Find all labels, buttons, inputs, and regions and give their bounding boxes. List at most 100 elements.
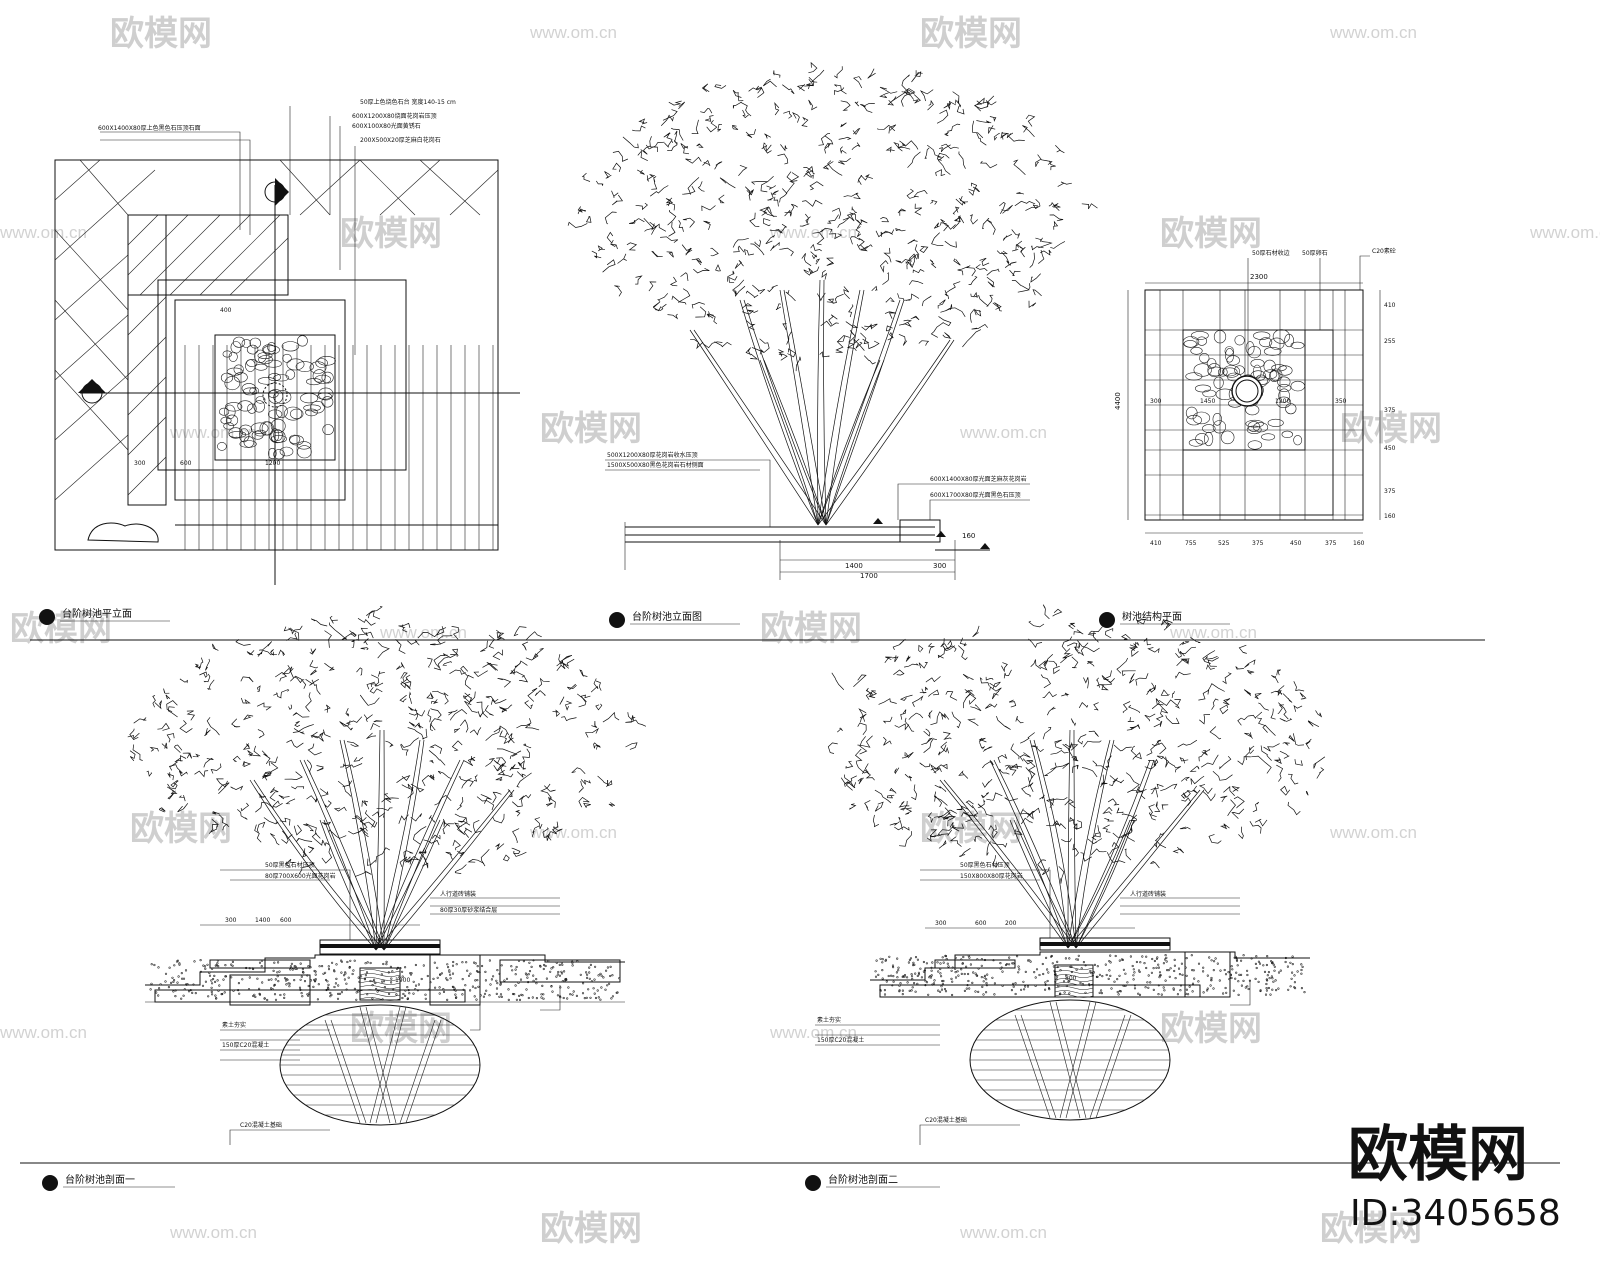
plan-note-4: 600X1400X80厚上色黑色石压顶石面 [98, 124, 201, 132]
elev-note-4: 600X1700X80厚光面黑色石压顶 [930, 491, 1021, 499]
section2-title-marker [805, 1175, 821, 1191]
svg-text:欧模网: 欧模网 [540, 1209, 642, 1249]
svg-text:欧模网: 欧模网 [540, 409, 642, 449]
plan-note-1: 50厚上色烧色石台 宽度140-15 cm [360, 98, 456, 106]
elev-dim-4: 160 [962, 532, 975, 540]
section1-title-marker [42, 1175, 58, 1191]
struct-note-1: 50厚石材收边 [1252, 249, 1290, 257]
hatched-coping [127, 214, 289, 506]
section2-title: 台阶树池剖面二 [828, 1173, 898, 1186]
struct-dim-r5: 160 [1384, 513, 1396, 520]
sec1-dim-3: 1900 [395, 977, 410, 984]
struct-dim-left: 4400 [1114, 392, 1122, 410]
sec2-dim-1: 600 [975, 920, 987, 927]
plan-note-2: 600X1200X80烧面花岗岩压顶 [352, 112, 437, 120]
sec1-note-1: 50厚黑色石材压顶 [265, 861, 315, 869]
svg-text:www.om.cn: www.om.cn [769, 1023, 857, 1042]
svg-text:欧模网: 欧模网 [110, 14, 212, 54]
brand-logo-text: 欧模网 [1348, 1120, 1528, 1190]
tree-canopy-section1 [127, 605, 647, 877]
struct-dim-b3: 375 [1252, 540, 1264, 547]
elevation-drawing: 1400 300 1700 160 500X1200X80厚花岗岩收水压顶 15… [567, 61, 1098, 628]
svg-text:欧模网: 欧模网 [350, 1009, 452, 1049]
plan-dim-1: 600 [180, 460, 192, 467]
struct-note-2: 50厚卵石 [1302, 249, 1328, 257]
structure-drawing: 2300 4400 410 755 525 375 450 375 160 41… [1099, 247, 1396, 628]
elev-note-3: 600X1400X80厚光面芝麻灰花岗岩 [930, 475, 1027, 483]
diagonal-paving [54, 159, 499, 501]
sec2-note-5: 150厚C20混凝土 [817, 1036, 864, 1044]
struct-dim-b4: 450 [1290, 540, 1302, 547]
struct-note-3: C20素砼 [1372, 247, 1396, 255]
svg-text:www.om.cn: www.om.cn [0, 1023, 87, 1042]
section1-ground [145, 939, 625, 1006]
struct-dim-r1: 255 [1384, 338, 1396, 345]
svg-text:www.om.cn: www.om.cn [1169, 623, 1257, 642]
sec1-note-7: C20混凝土基础 [240, 1121, 282, 1129]
elev-note-1: 500X1200X80厚花岗岩收水压顶 [607, 451, 698, 459]
plan-dim-4: 400 [220, 307, 232, 314]
tree-canopy-elevation [567, 61, 1098, 372]
sec2-dim-3: 800 [1065, 975, 1077, 982]
sec1-note-5: 素土夯实 [222, 1021, 246, 1029]
brand-watermark: 欧模网 ID:3405658 [1348, 1120, 1561, 1234]
struct-dim-b5: 375 [1325, 540, 1337, 547]
struct-dim-top: 2300 [1250, 273, 1268, 281]
svg-text:www.om.cn: www.om.cn [1529, 223, 1600, 242]
sec2-note-3: 人行道砖铺装 [1130, 890, 1166, 898]
svg-text:www.om.cn: www.om.cn [1329, 823, 1417, 842]
sec2-note-2: 150X800X80厚花岗岩 [960, 872, 1023, 880]
svg-text:www.om.cn: www.om.cn [529, 823, 617, 842]
struct-dim-b2: 525 [1218, 540, 1230, 547]
struct-dim-m3: 350 [1335, 398, 1347, 405]
svg-text:www.om.cn: www.om.cn [0, 223, 87, 242]
structure-title-marker [1099, 612, 1115, 628]
sec1-note-3: 人行道砖铺装 [440, 890, 476, 898]
sec1-dim-2: 600 [280, 917, 292, 924]
struct-dim-r2: 375 [1384, 407, 1396, 414]
section2-drawing: 50厚黑色石材压顶 150X800X80厚花岗岩 人行道砖铺装 素土夯实 150… [805, 604, 1326, 1191]
struct-dim-b1: 755 [1185, 540, 1197, 547]
sec2-dim-2: 200 [1005, 920, 1017, 927]
plan-drawing: 50厚上色烧色石台 宽度140-15 cm 600X1200X80烧面花岗岩压顶… [39, 98, 520, 625]
brand-id-label: ID:3405658 [1350, 1193, 1561, 1234]
svg-text:www.om.cn: www.om.cn [959, 1223, 1047, 1242]
section2-ground [870, 937, 1310, 998]
elev-dim-3: 1700 [860, 572, 878, 580]
struct-dim-b6: 160 [1353, 540, 1365, 547]
struct-dim-r4: 375 [1384, 488, 1396, 495]
structure-title: 树池结构平面 [1122, 610, 1182, 623]
plan-title: 台阶树池平立面 [62, 607, 132, 620]
section1-drawing: 50厚黑色石材压顶 80厚700X600光面花岗岩 人行道砖铺装 80厚30厚砂… [42, 605, 647, 1191]
svg-text:www.om.cn: www.om.cn [169, 1223, 257, 1242]
wood-boards [184, 345, 494, 550]
sec1-note-6: 150厚C20混凝土 [222, 1041, 269, 1049]
sec2-note-1: 50厚黑色石材压顶 [960, 861, 1010, 869]
plan-title-marker [39, 609, 55, 625]
watermark-logo: 欧模网 欧模网 欧模网 欧模网 欧模网 欧模网 欧模网 欧模网 欧模网 欧模网 … [10, 14, 1442, 1249]
svg-text:欧模网: 欧模网 [1160, 1009, 1262, 1049]
struct-dim-m1: 1450 [1200, 398, 1215, 405]
struct-dim-r0: 410 [1384, 302, 1396, 309]
svg-text:欧模网: 欧模网 [1160, 214, 1262, 254]
svg-text:www.om.cn: www.om.cn [1329, 23, 1417, 42]
svg-text:欧模网: 欧模网 [920, 14, 1022, 54]
sec1-note-2: 80厚700X600光面花岗岩 [265, 872, 336, 880]
struct-dim-r3: 450 [1384, 445, 1396, 452]
tree-trunks-section2 [939, 729, 1205, 949]
svg-text:欧模网: 欧模网 [340, 214, 442, 254]
svg-text:欧模网: 欧模网 [760, 609, 862, 649]
stepping-stone [87, 522, 159, 543]
section1-title: 台阶树池剖面一 [65, 1173, 135, 1186]
elev-dim-1: 1400 [845, 562, 863, 570]
plan-note-5: 200X500X20厚芝麻白花岗石 [360, 136, 441, 144]
svg-text:www.om.cn: www.om.cn [529, 23, 617, 42]
svg-text:欧模网: 欧模网 [130, 809, 232, 849]
tree-canopy-section2 [827, 604, 1326, 884]
sec2-note-4: 素土夯实 [817, 1016, 841, 1024]
sec1-note-4: 80厚30厚砂浆结合层 [440, 906, 497, 914]
svg-text:欧模网: 欧模网 [10, 609, 112, 649]
struct-dim-m0: 300 [1150, 398, 1162, 405]
tree-trunks-section1 [249, 729, 515, 951]
plan-dim-2: 1200 [265, 460, 280, 467]
